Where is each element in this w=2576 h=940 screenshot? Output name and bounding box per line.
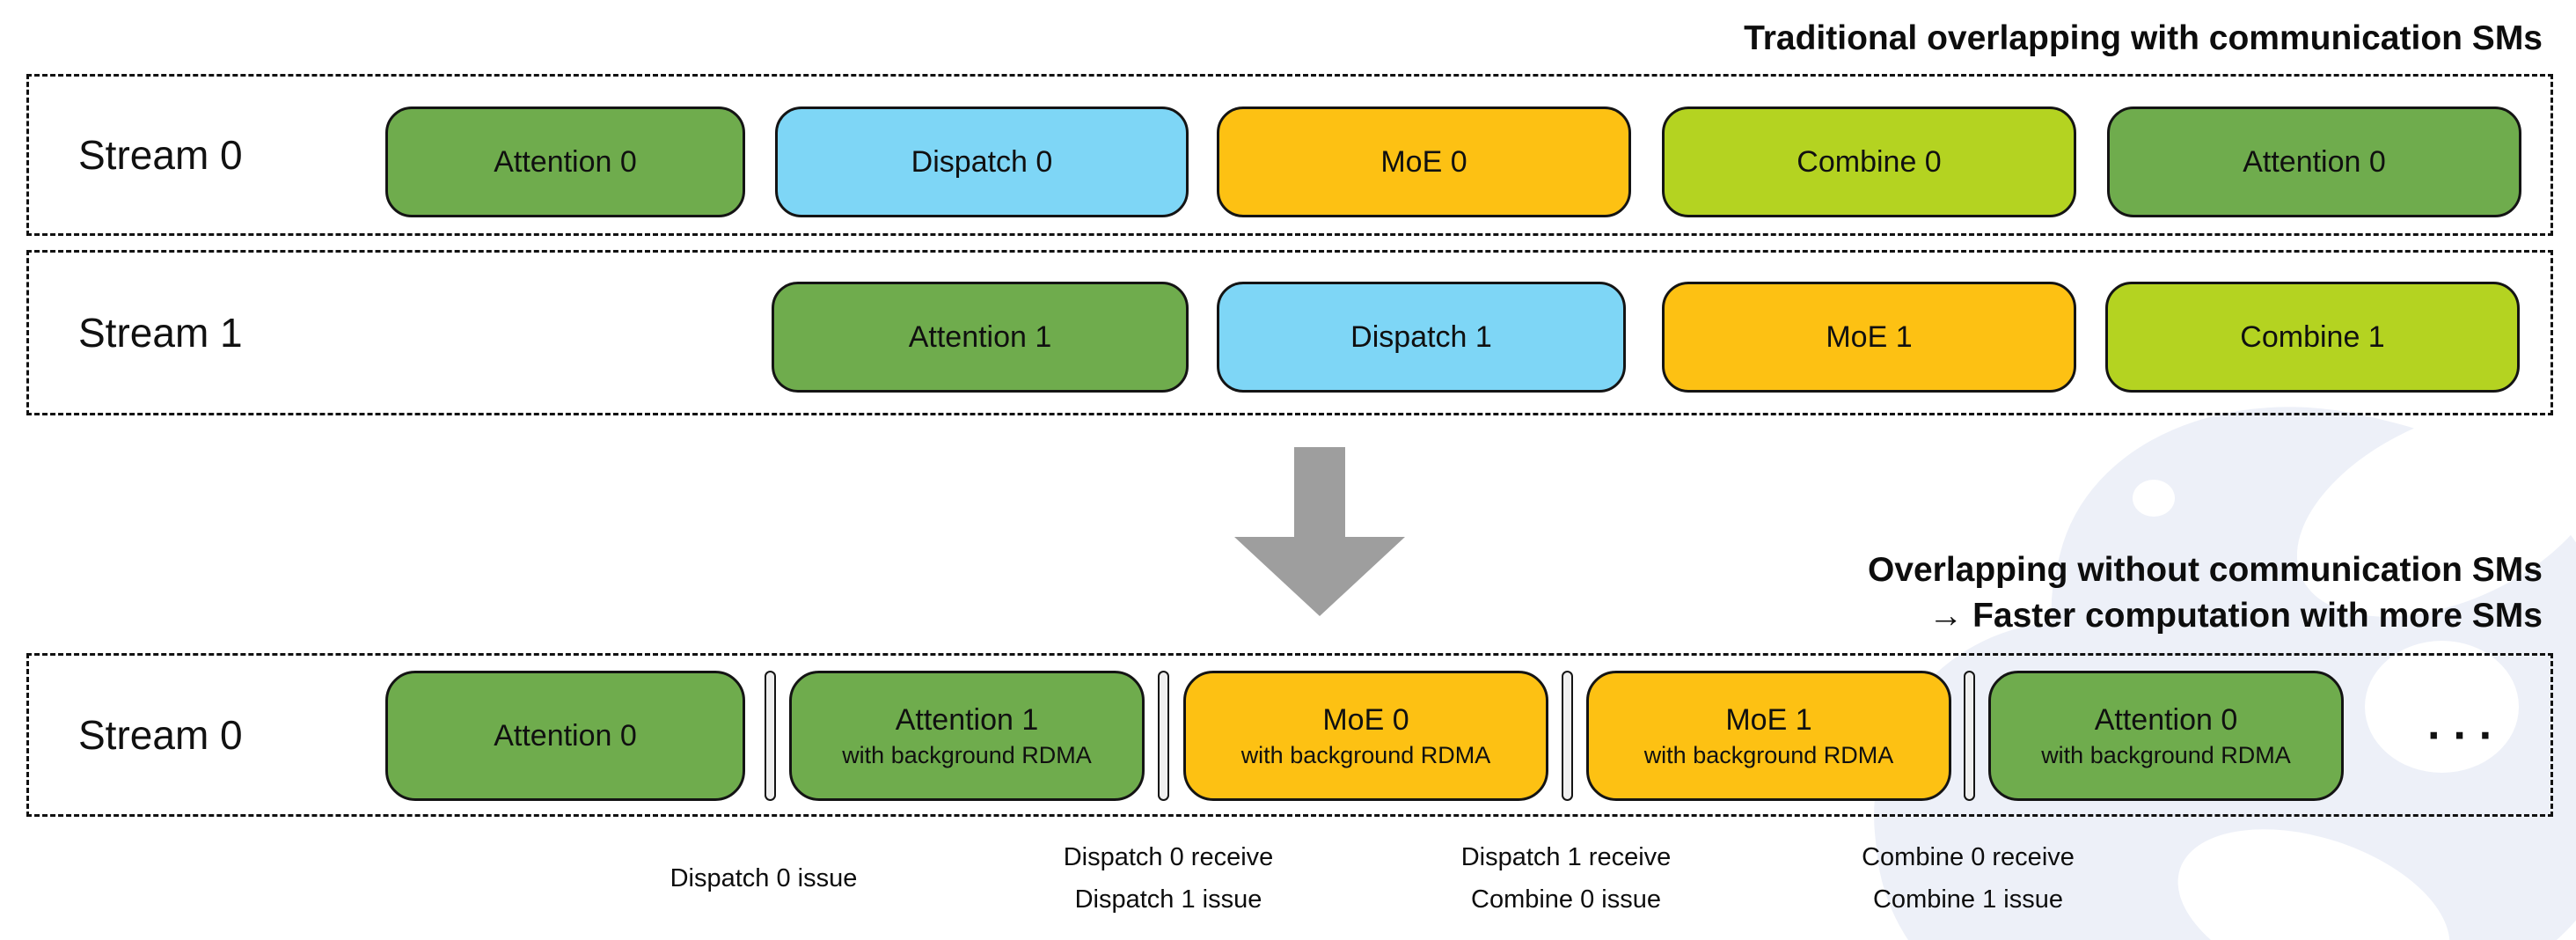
task-block-label: Attention 0 bbox=[494, 145, 637, 179]
task-block-attention-0: Attention 0 bbox=[385, 106, 745, 217]
task-block-label: Attention 1 bbox=[908, 320, 1052, 354]
continuation-ellipsis: ··· bbox=[2427, 710, 2505, 761]
task-block-attention-0-rdma: Attention 0 with background RDMA bbox=[1988, 671, 2344, 801]
sync-separator bbox=[765, 671, 776, 801]
task-block-label: Attention 0 bbox=[2243, 145, 2386, 179]
annotation-line: Dispatch 1 receive bbox=[1460, 843, 1672, 871]
stream-label: Stream 0 bbox=[78, 132, 243, 178]
traditional-title: Traditional overlapping with communicati… bbox=[1744, 19, 2543, 57]
sync-separator bbox=[1562, 671, 1573, 801]
task-block-label: Dispatch 0 bbox=[911, 145, 1053, 179]
task-block-label: Attention 0 bbox=[494, 719, 637, 753]
task-block-combine-0: Combine 0 bbox=[1662, 106, 2076, 217]
task-block-sublabel: with background RDMA bbox=[842, 742, 1092, 768]
annotation-line: Combine 1 issue bbox=[1872, 885, 2063, 914]
task-block-label: Combine 1 bbox=[2240, 320, 2385, 354]
task-block-sublabel: with background RDMA bbox=[1643, 742, 1894, 768]
task-block-attention-0-next: Attention 0 bbox=[2107, 106, 2521, 217]
task-block-moe-1: MoE 1 bbox=[1662, 282, 2076, 393]
task-block-label: MoE 0 bbox=[1322, 703, 1409, 737]
task-block-attention-1: Attention 1 bbox=[772, 282, 1189, 393]
task-block-moe-1-rdma: MoE 1 with background RDMA bbox=[1586, 671, 1951, 801]
annotation-combine-0-receive: Combine 0 receive Combine 1 issue bbox=[1862, 834, 2075, 922]
watermark-swoosh bbox=[2365, 641, 2519, 773]
task-block-label: Attention 0 bbox=[2094, 703, 2238, 737]
task-block-dispatch-0: Dispatch 0 bbox=[775, 106, 1189, 217]
annotation-line: Combine 0 receive bbox=[1862, 843, 2075, 871]
sync-separator bbox=[1158, 671, 1169, 801]
task-block-label: Attention 1 bbox=[895, 703, 1039, 737]
annotation-line: Dispatch 0 receive bbox=[1063, 843, 1274, 871]
task-block-sublabel: with background RDMA bbox=[2041, 742, 2291, 768]
sync-separator bbox=[1964, 671, 1975, 801]
annotation-line: Combine 0 issue bbox=[1471, 885, 1661, 914]
down-arrow-icon bbox=[1234, 447, 1405, 616]
annotation-dispatch-0-issue: Dispatch 0 issue bbox=[670, 834, 858, 922]
task-block-sublabel: with background RDMA bbox=[1240, 742, 1491, 768]
task-block-attention-0: Attention 0 bbox=[385, 671, 745, 801]
stream-label: Stream 1 bbox=[78, 310, 243, 356]
annotation-dispatch-0-receive: Dispatch 0 receive Dispatch 1 issue bbox=[1064, 834, 1274, 922]
task-block-label: MoE 0 bbox=[1380, 145, 1467, 179]
annotation-dispatch-1-receive: Dispatch 1 receive Combine 0 issue bbox=[1461, 834, 1672, 922]
task-block-dispatch-1: Dispatch 1 bbox=[1217, 282, 1626, 393]
overlap-title-line1: Overlapping without communication SMs bbox=[1867, 551, 2543, 589]
annotation-line: Dispatch 0 issue bbox=[670, 864, 858, 892]
overlap-title: Overlapping without communication SMs → … bbox=[1868, 547, 2543, 639]
annotation-line: Dispatch 1 issue bbox=[1074, 885, 1262, 914]
overlap-title-line2: → Faster computation with more SMs bbox=[1928, 597, 2543, 635]
task-block-attention-1-rdma: Attention 1 with background RDMA bbox=[789, 671, 1145, 801]
task-block-moe-0-rdma: MoE 0 with background RDMA bbox=[1183, 671, 1548, 801]
stream-box-overlapped: Stream 0 Attention 0 Attention 1 with ba… bbox=[26, 653, 2553, 817]
stream-box-traditional-0: Stream 0 Attention 0 Dispatch 0 MoE 0 Co… bbox=[26, 74, 2553, 236]
task-block-label: MoE 1 bbox=[1826, 320, 1913, 354]
stream-box-traditional-1: Stream 1 Attention 1 Dispatch 1 MoE 1 Co… bbox=[26, 250, 2553, 415]
task-block-label: MoE 1 bbox=[1725, 703, 1812, 737]
task-block-moe-0: MoE 0 bbox=[1217, 106, 1631, 217]
stream-label: Stream 0 bbox=[78, 712, 243, 758]
watermark-swoosh bbox=[2133, 480, 2175, 517]
task-block-combine-1: Combine 1 bbox=[2105, 282, 2520, 393]
task-block-label: Dispatch 1 bbox=[1350, 320, 1492, 354]
task-block-label: Combine 0 bbox=[1797, 145, 1942, 179]
